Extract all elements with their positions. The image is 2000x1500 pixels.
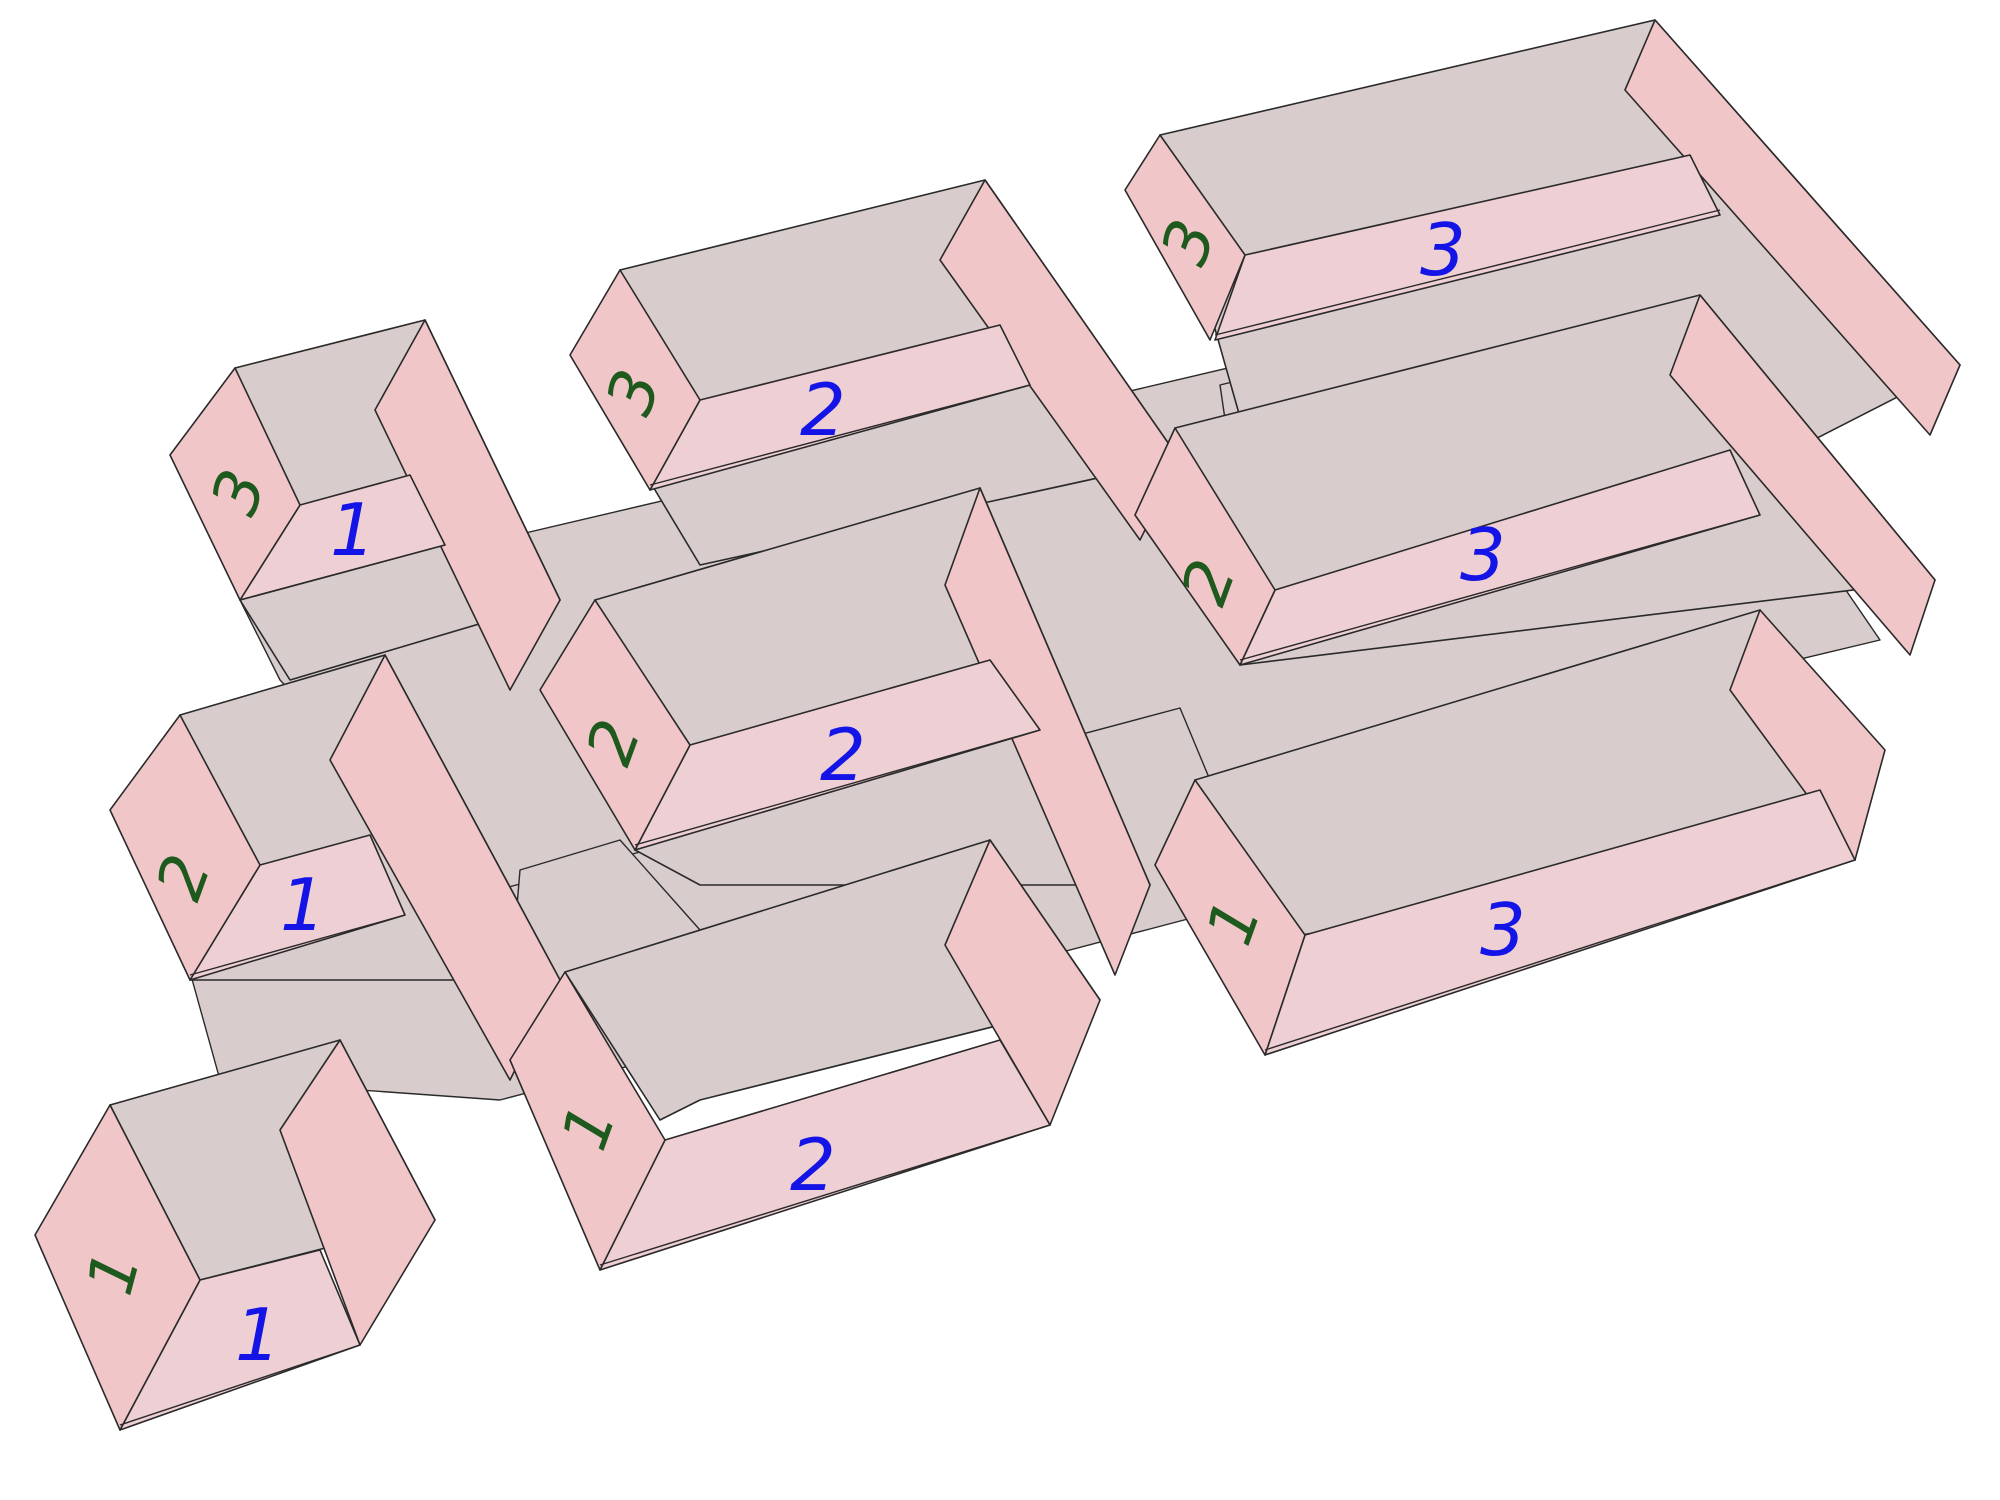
box-1-2-front-label: 2 [790, 1123, 836, 1207]
box-3-2-front-label: 2 [800, 368, 846, 452]
box-1-3-front-label: 3 [1480, 888, 1526, 972]
tray-3-1 [169, 319, 561, 691]
tray-1-1 [34, 1039, 436, 1431]
box-3-1-front-label: 1 [330, 488, 376, 572]
box-1-1-front-label: 1 [235, 1293, 281, 1377]
tray-2-2 [539, 487, 1151, 976]
box-2-1-front-label: 1 [280, 863, 326, 947]
box-2-3-front-label: 3 [1460, 513, 1506, 597]
tray-2-3 [1134, 294, 1936, 666]
tray-1-3 [1154, 609, 1886, 1056]
box-2-2-front-label: 2 [820, 713, 866, 797]
tray-1-2 [509, 839, 1101, 1271]
tray-2-1 [109, 654, 561, 1081]
tray-3-2 [569, 179, 1181, 566]
box-3-3-front-label: 3 [1420, 208, 1466, 292]
